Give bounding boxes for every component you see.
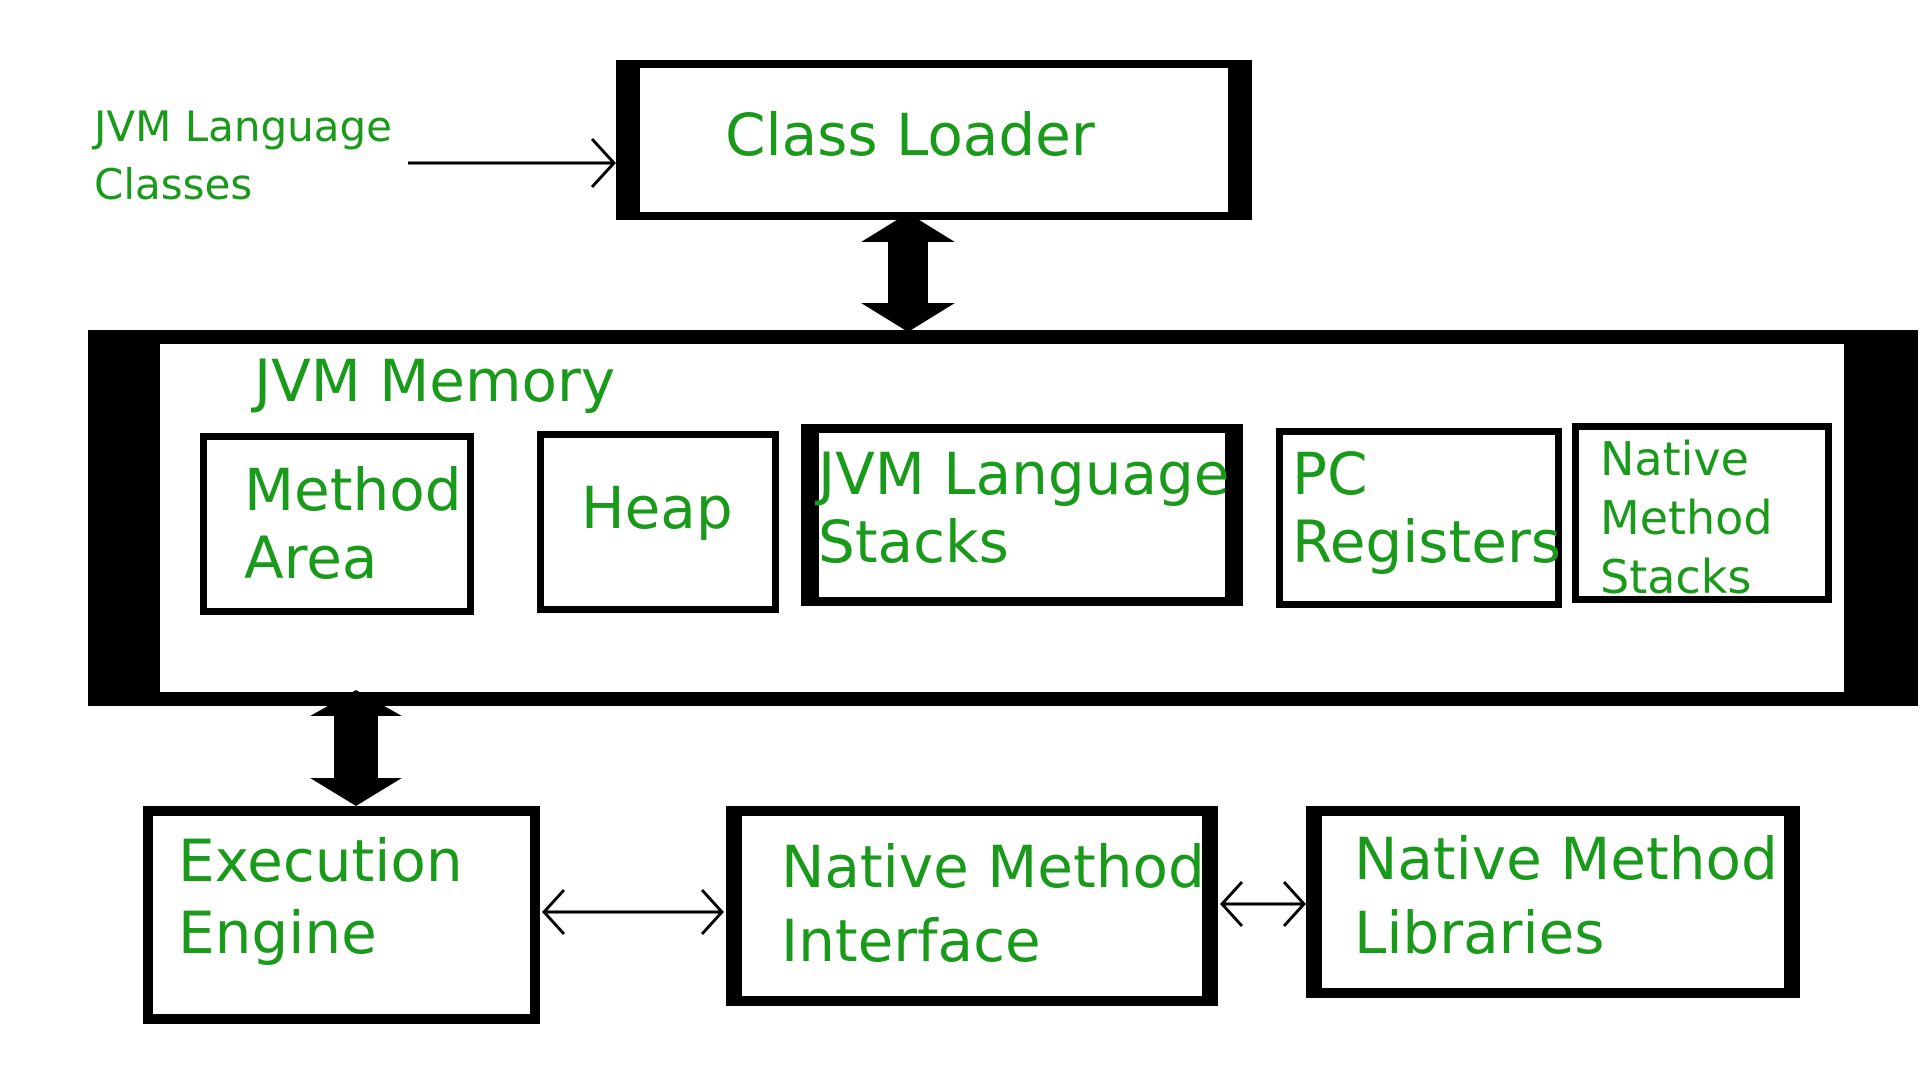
native-method-stacks-box (1572, 423, 1832, 603)
execution-engine-box (143, 806, 540, 1024)
interface-libraries-arrowhead-right (1282, 880, 1307, 928)
jvm-language-stacks-box (801, 424, 1243, 606)
engine-interface-arrowhead-right (700, 888, 725, 936)
jvm-language-stacks-label: JVM Language Stacks (818, 440, 1230, 576)
native-method-interface-label: Native Method Interface (781, 833, 1205, 975)
heap-box (537, 431, 779, 613)
heap-label: Heap (581, 474, 733, 542)
loader-memory-double-arrow (861, 213, 955, 332)
native-method-interface-box (726, 806, 1218, 1006)
interface-libraries-arrowhead-left (1219, 880, 1244, 928)
jvm-memory-title: JVM Memory (254, 347, 616, 415)
pc-registers-box (1276, 428, 1562, 608)
method-area-box (200, 433, 474, 615)
class-loader-label: Class Loader (725, 101, 1095, 169)
native-method-libraries-box (1306, 806, 1800, 998)
native-method-libraries-label: Native Method Libraries (1354, 825, 1778, 967)
class-loader-box (616, 60, 1252, 220)
execution-engine-label: Execution Engine (178, 827, 463, 967)
classes-to-loader-arrowhead (590, 137, 617, 189)
pc-registers-label: PC Registers (1292, 440, 1562, 576)
jvm-language-classes-label: JVM Language Classes (94, 102, 392, 209)
memory-engine-double-arrow (310, 690, 402, 806)
engine-interface-arrowhead-left (541, 888, 566, 936)
method-area-label: Method Area (244, 456, 462, 592)
native-method-stacks-label: Native Method Stacks (1600, 432, 1773, 604)
